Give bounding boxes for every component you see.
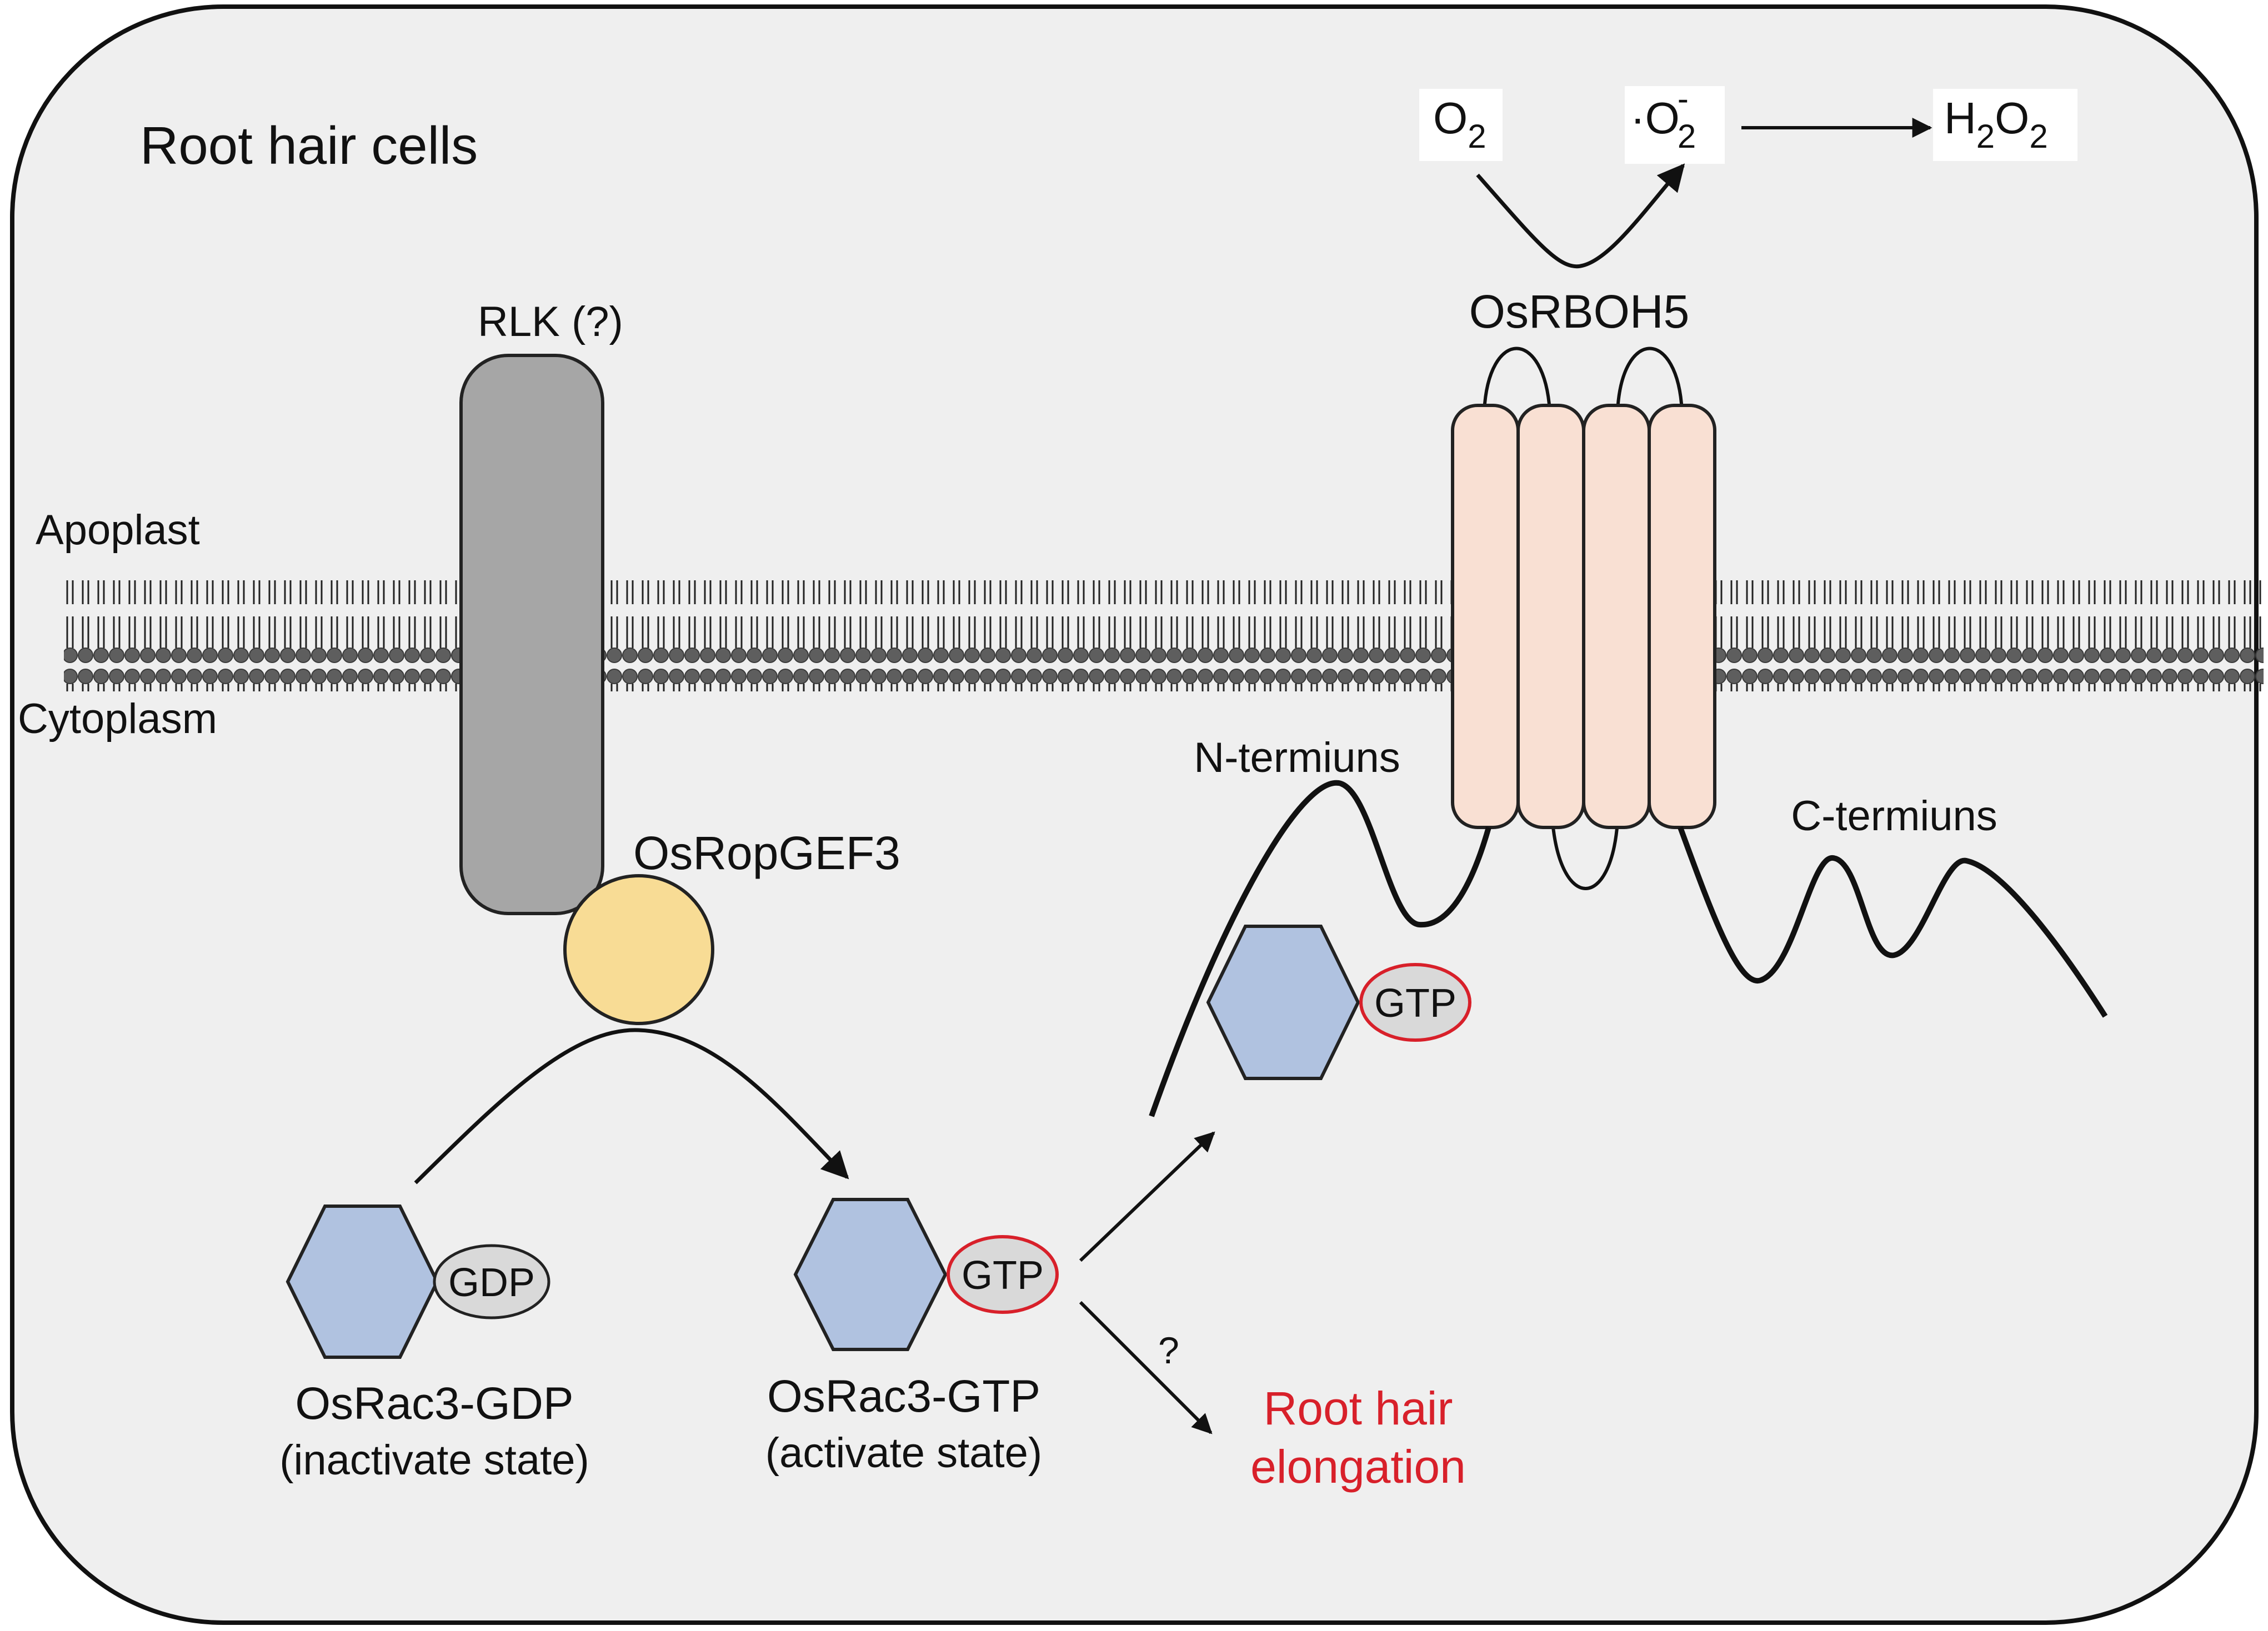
outcome-line2: elongation [1250, 1441, 1466, 1493]
gdp-label: GDP [448, 1261, 535, 1305]
bound-gtp-label: GTP [1374, 981, 1456, 1026]
gtp-ellipse [947, 1235, 1059, 1314]
superoxide-box [1625, 86, 1725, 164]
rlk-label: RLK (?) [478, 298, 623, 345]
c-terminus-label: C-termiuns [1791, 792, 1997, 840]
rlk-receptor [459, 354, 604, 915]
rboh-helix-2 [1516, 404, 1585, 829]
h2o2-text: H2O2 [1944, 93, 2048, 155]
o2-box [1419, 89, 1503, 161]
superoxide-text: ·O-2 [1630, 80, 1696, 155]
rboh-helix-3 [1582, 404, 1651, 829]
cytoplasm-label: Cytoplasm [18, 695, 217, 742]
gef-circle [563, 874, 714, 1025]
gef-label: OsRopGEF3 [633, 827, 900, 879]
rac-gtp-hexagon [793, 1198, 948, 1351]
gdp-ellipse [433, 1244, 550, 1319]
cell-title: Root hair cells [140, 116, 478, 175]
rboh-loop-out-1 [1483, 347, 1551, 411]
c-terminus-tail [1678, 826, 2108, 1018]
n-terminus-tail [1149, 780, 1491, 1117]
rac-gdp-name: OsRac3-GDP [295, 1378, 573, 1429]
rac-gdp-state: (inactivate state) [279, 1437, 589, 1484]
arrow-to-elongation [1079, 1301, 1213, 1434]
rac-gtp-name: OsRac3-GTP [767, 1371, 1040, 1422]
rboh-helix-4 [1648, 404, 1716, 829]
rac-gtp-state: (activate state) [765, 1429, 1042, 1477]
rboh-loop-in [1551, 821, 1619, 890]
question-mark: ? [1158, 1329, 1179, 1372]
rboh-label: OsRBOH5 [1469, 285, 1690, 338]
activation-arrow [414, 1028, 849, 1185]
o2-text: O2 [1433, 93, 1486, 155]
gtp-label: GTP [962, 1253, 1044, 1298]
rboh-loop-out-2 [1616, 347, 1684, 411]
apoplast-label: Apoplast [36, 506, 200, 554]
o2-to-superoxide-arrow [1476, 163, 1685, 269]
outcome-line1: Root hair [1264, 1382, 1453, 1434]
h2o2-box [1933, 89, 2077, 161]
n-terminus-label: N-termiuns [1194, 734, 1400, 781]
rboh-helix-1 [1451, 404, 1520, 829]
bound-gtp-ellipse [1359, 963, 1471, 1042]
plasma-membrane [64, 580, 2264, 691]
rac-bound-hexagon [1206, 925, 1360, 1080]
arrow-to-rboh [1079, 1131, 1215, 1262]
